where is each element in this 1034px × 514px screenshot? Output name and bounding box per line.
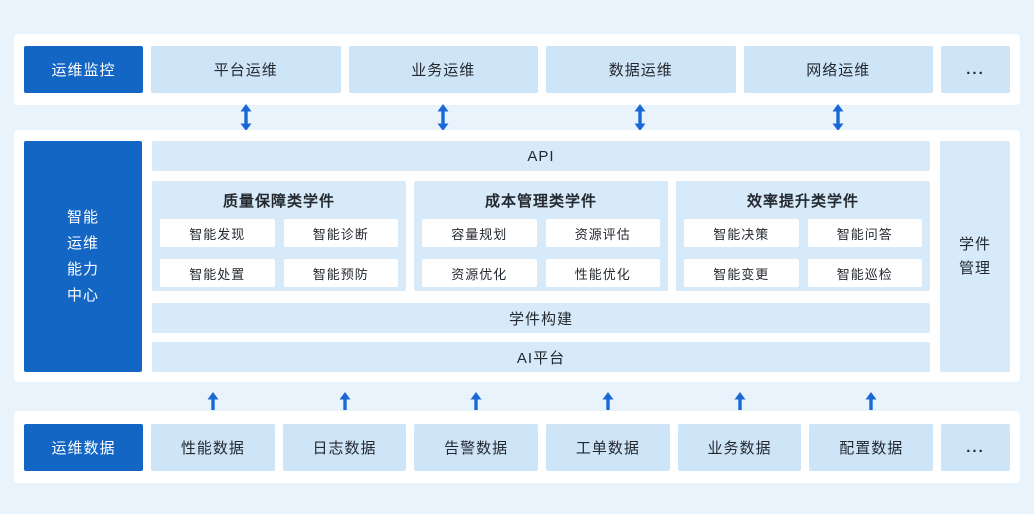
aiops-capability-center-band: 智能 运维 能力 中心 API 质量保障类学件 智能发现 智能诊断 智能处置 智… [14, 130, 1020, 382]
cell-smart-handling: 智能处置 [160, 259, 275, 287]
learnware-management-line: 学件 [958, 235, 991, 253]
aiops-center-label-line: 智能 [66, 208, 99, 226]
aiops-center-label-line: 运维 [66, 234, 99, 252]
ops-monitoring-band: 运维监控 平台运维 业务运维 数据运维 网络运维 ... [14, 34, 1020, 105]
cell-smart-prevention: 智能预防 [283, 259, 398, 287]
aiops-center-label-line: 中心 [66, 286, 99, 304]
cell-performance-optimization: 性能优化 [545, 259, 660, 287]
double-arrow-icon [437, 104, 449, 131]
cell-smart-discovery: 智能发现 [160, 219, 275, 247]
bottom-item-alert-data: 告警数据 [414, 423, 539, 471]
cell-smart-change: 智能变更 [684, 259, 799, 287]
aiops-center-label: 智能 运维 能力 中心 [24, 141, 142, 372]
panel-grid: 智能发现 智能诊断 智能处置 智能预防 [160, 219, 398, 287]
quality-assurance-panel: 质量保障类学件 智能发现 智能诊断 智能处置 智能预防 [152, 181, 406, 291]
bottom-item-log-data: 日志数据 [282, 423, 407, 471]
cell-smart-inspection: 智能巡检 [807, 259, 922, 287]
up-arrow-icon [865, 392, 877, 410]
ai-platform-bar: AI平台 [152, 342, 930, 372]
api-bar: API [152, 141, 930, 171]
bottom-item-config-data: 配置数据 [809, 423, 934, 471]
top-item-data-ops: 数据运维 [546, 46, 736, 93]
bottom-item-more: ... [941, 423, 1011, 471]
panel-title: 效率提升类学件 [746, 192, 859, 210]
efficiency-improvement-panel: 效率提升类学件 智能决策 智能问答 智能变更 智能巡检 [676, 181, 930, 291]
double-arrow-icon [240, 104, 252, 131]
learnware-groups-row: 质量保障类学件 智能发现 智能诊断 智能处置 智能预防 成本管理类学件 容量规划… [152, 181, 930, 291]
ops-data-band: 运维数据 性能数据 日志数据 告警数据 工单数据 业务数据 配置数据 ... [14, 411, 1020, 483]
double-arrow-icon [832, 104, 844, 131]
learnware-management-label: 学件 管理 [940, 141, 1010, 372]
top-item-network-ops: 网络运维 [743, 46, 933, 93]
up-arrow-icon [470, 392, 482, 410]
panel-grid: 容量规划 资源评估 资源优化 性能优化 [422, 219, 660, 287]
ops-data-label: 运维数据 [24, 423, 143, 471]
cell-resource-optimization: 资源优化 [422, 259, 537, 287]
up-arrow-icon [602, 392, 614, 410]
up-arrow-icon [734, 392, 746, 410]
up-arrow-icon [339, 392, 351, 410]
learnware-management-line: 管理 [958, 259, 991, 277]
top-item-business-ops: 业务运维 [348, 46, 538, 93]
cell-smart-diagnosis: 智能诊断 [283, 219, 398, 247]
cell-resource-evaluation: 资源评估 [545, 219, 660, 247]
aiops-center-label-line: 能力 [66, 260, 99, 278]
cell-smart-qa: 智能问答 [807, 219, 922, 247]
bottom-item-business-data: 业务数据 [677, 423, 802, 471]
up-arrow-icon [207, 392, 219, 410]
ops-monitoring-label: 运维监控 [24, 46, 143, 93]
learnware-build-bar: 学件构建 [152, 303, 930, 333]
top-item-more: ... [941, 46, 1010, 93]
cell-smart-decision: 智能决策 [684, 219, 799, 247]
cost-management-panel: 成本管理类学件 容量规划 资源评估 资源优化 性能优化 [414, 181, 668, 291]
panel-title: 质量保障类学件 [222, 192, 335, 210]
double-arrow-icon [634, 104, 646, 131]
cell-capacity-planning: 容量规划 [422, 219, 537, 247]
bottom-item-performance-data: 性能数据 [151, 423, 275, 471]
panel-grid: 智能决策 智能问答 智能变更 智能巡检 [684, 219, 922, 287]
panel-title: 成本管理类学件 [484, 192, 597, 210]
capability-center-main: API 质量保障类学件 智能发现 智能诊断 智能处置 智能预防 成本管理类学件 … [152, 141, 930, 372]
bottom-item-ticket-data: 工单数据 [546, 423, 670, 471]
top-item-platform-ops: 平台运维 [151, 46, 341, 93]
